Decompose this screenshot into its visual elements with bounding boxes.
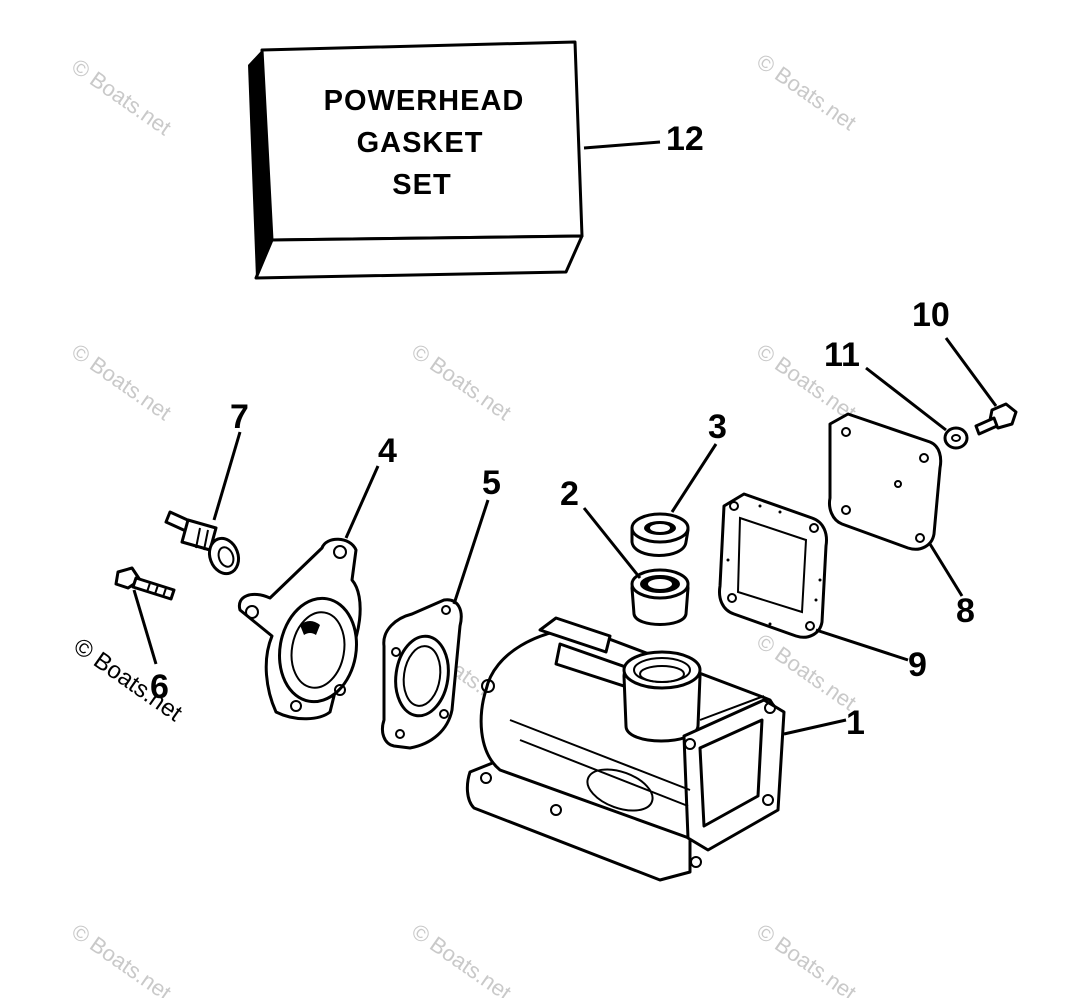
gasket-set-box: POWERHEAD GASKET SET <box>248 40 584 280</box>
sensor-part-7 <box>164 510 241 576</box>
seal-part-3 <box>630 512 690 557</box>
callout-1: 1 <box>846 704 865 742</box>
watermark: © Boats.net <box>67 919 176 998</box>
watermark: © Boats.net <box>752 919 861 998</box>
screw-part-10 <box>974 402 1018 436</box>
watermark: © Boats.net <box>67 54 176 141</box>
washer-part-11 <box>943 426 969 450</box>
box-label-line3: SET <box>392 169 451 201</box>
box-label-line1: POWERHEAD <box>324 85 525 117</box>
callout-3: 3 <box>708 408 727 446</box>
housing-part-1 <box>465 616 786 882</box>
box-label-line2: GASKET <box>357 127 484 159</box>
bolt-part-6 <box>114 566 176 601</box>
callout-5: 5 <box>482 464 501 502</box>
watermark: © Boats.net <box>407 919 516 998</box>
callout-7: 7 <box>230 398 249 436</box>
callout-2: 2 <box>560 475 579 513</box>
callout-8: 8 <box>956 592 975 630</box>
watermark: © Boats.net <box>752 49 861 136</box>
watermark-dark: © Boats.net <box>69 633 188 727</box>
housing-part-4 <box>237 537 362 721</box>
bearing-part-2 <box>630 568 690 626</box>
callout-12: 12 <box>666 120 704 158</box>
callout-4: 4 <box>378 432 397 470</box>
gasket-part-9 <box>718 492 828 639</box>
watermark: © Boats.net <box>407 339 516 426</box>
gasket-part-5 <box>380 598 463 750</box>
callout-9: 9 <box>908 646 927 684</box>
cover-plate-part-8 <box>828 412 943 551</box>
watermark: © Boats.net <box>67 339 176 426</box>
callout-11: 11 <box>824 336 860 374</box>
callout-6: 6 <box>150 668 169 706</box>
callout-10: 10 <box>912 296 950 334</box>
